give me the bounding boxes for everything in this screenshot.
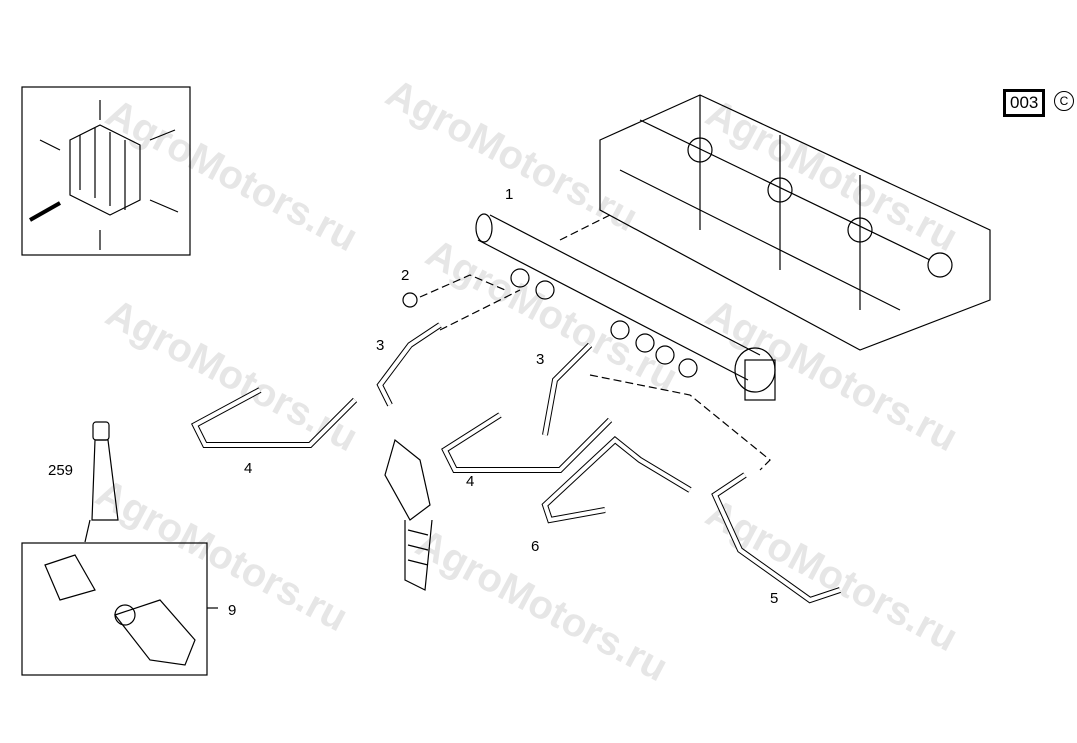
pipe-3a [376,322,442,407]
callout-9: 9 [228,602,237,619]
plug [402,292,418,308]
callout-5: 5 [770,590,779,607]
pressure-sensor [44,554,196,666]
orientation-inset [21,86,191,256]
injector [384,438,433,591]
page-code-badge: 003 [1003,89,1046,117]
callout-3: 3 [536,351,545,368]
sensor-kit-inset [21,542,208,676]
callout-259: 259 [48,462,74,479]
rail-orientation-icon [39,100,179,250]
callout-2: 2 [401,267,410,284]
common-rail [475,213,776,401]
callout-6: 6 [531,538,540,555]
grease-tube [91,439,119,521]
pipe-4a [191,387,358,448]
pipe-6 [541,436,692,524]
cylinder-head [599,94,991,351]
callout-3: 3 [376,337,385,354]
callout-4: 4 [244,460,253,477]
callout-4: 4 [466,473,475,490]
arrow-icon [29,201,61,222]
copyright-icon: C [1054,91,1074,111]
callout-1: 1 [505,186,514,203]
